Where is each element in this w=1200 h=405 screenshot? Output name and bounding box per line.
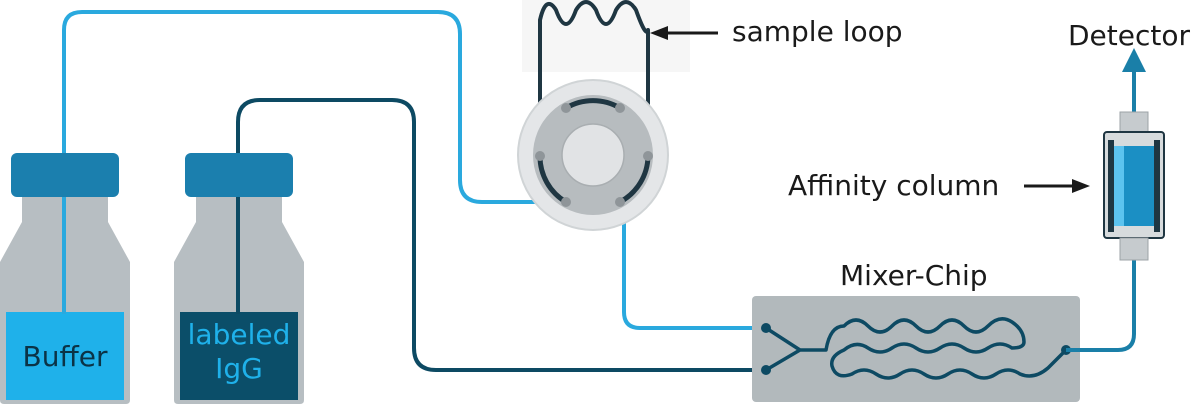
chip-to-column-tube	[1066, 260, 1136, 352]
mixer-chip-label: Mixer-Chip	[840, 259, 988, 292]
buffer-bottle-label: Buffer	[22, 340, 108, 373]
igg-bottle-label-line2: IgG	[215, 352, 263, 385]
affinity-column-arrow	[1024, 179, 1090, 193]
mixer-channel	[765, 317, 1068, 380]
igg-bottle-label-line1: labeled	[187, 318, 291, 351]
detector-arrow-head	[1122, 48, 1146, 72]
buffer-cap	[11, 153, 119, 197]
igg-tube	[236, 98, 766, 372]
sample-loop-label: sample loop	[732, 15, 903, 48]
affinity-column-icon	[1103, 111, 1165, 261]
buffer-bottle	[0, 153, 130, 404]
mixer-chip	[752, 296, 1080, 402]
buffer-tube	[62, 10, 562, 318]
valve-to-chip-tube	[618, 200, 766, 330]
igg-cap	[185, 153, 293, 197]
sample-loop-arrow	[650, 26, 718, 40]
sample-loop-coil	[538, 0, 650, 156]
igg-bottle	[174, 153, 304, 404]
affinity-column-label: Affinity column	[788, 169, 1000, 202]
detector-label: Detector	[1068, 19, 1191, 52]
